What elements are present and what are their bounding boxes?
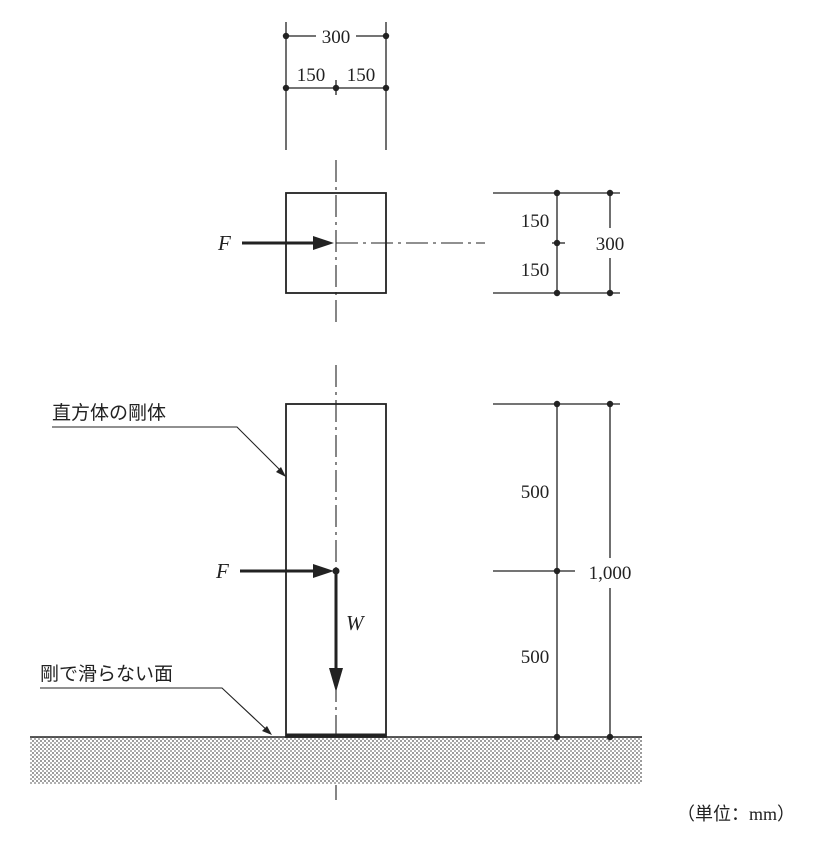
plan-force-arrow [242, 236, 334, 250]
elevation-force-label: F [215, 559, 229, 583]
plan-width-total: 300 [322, 27, 351, 48]
weight-arrow [329, 571, 343, 692]
weight-label: W [346, 611, 366, 635]
elevation-lower-height: 500 [521, 647, 550, 668]
plan-width-dots [282, 32, 390, 92]
elevation-upper-height: 500 [521, 482, 550, 503]
plan-force-label: F [217, 231, 231, 255]
plan-depth-bottom: 150 [521, 260, 550, 281]
plan-depth-dots [553, 189, 614, 297]
elevation-force-arrow [240, 564, 334, 578]
elevation-height-dots [553, 400, 614, 741]
plan-width-left: 150 [297, 65, 326, 86]
unit-note: （単位：mm） [677, 804, 795, 824]
body-label-leader [52, 426, 286, 477]
plan-width-right: 150 [347, 65, 376, 86]
body-label: 直方体の剛体 [52, 402, 166, 424]
ground-hatch [30, 737, 642, 784]
elevation-total-height: 1,000 [589, 563, 632, 584]
plan-depth-top: 150 [521, 211, 550, 232]
plan-depth-total: 300 [596, 234, 625, 255]
ground-label-leader [40, 687, 272, 735]
ground-label: 剛で滑らない面 [40, 663, 173, 685]
